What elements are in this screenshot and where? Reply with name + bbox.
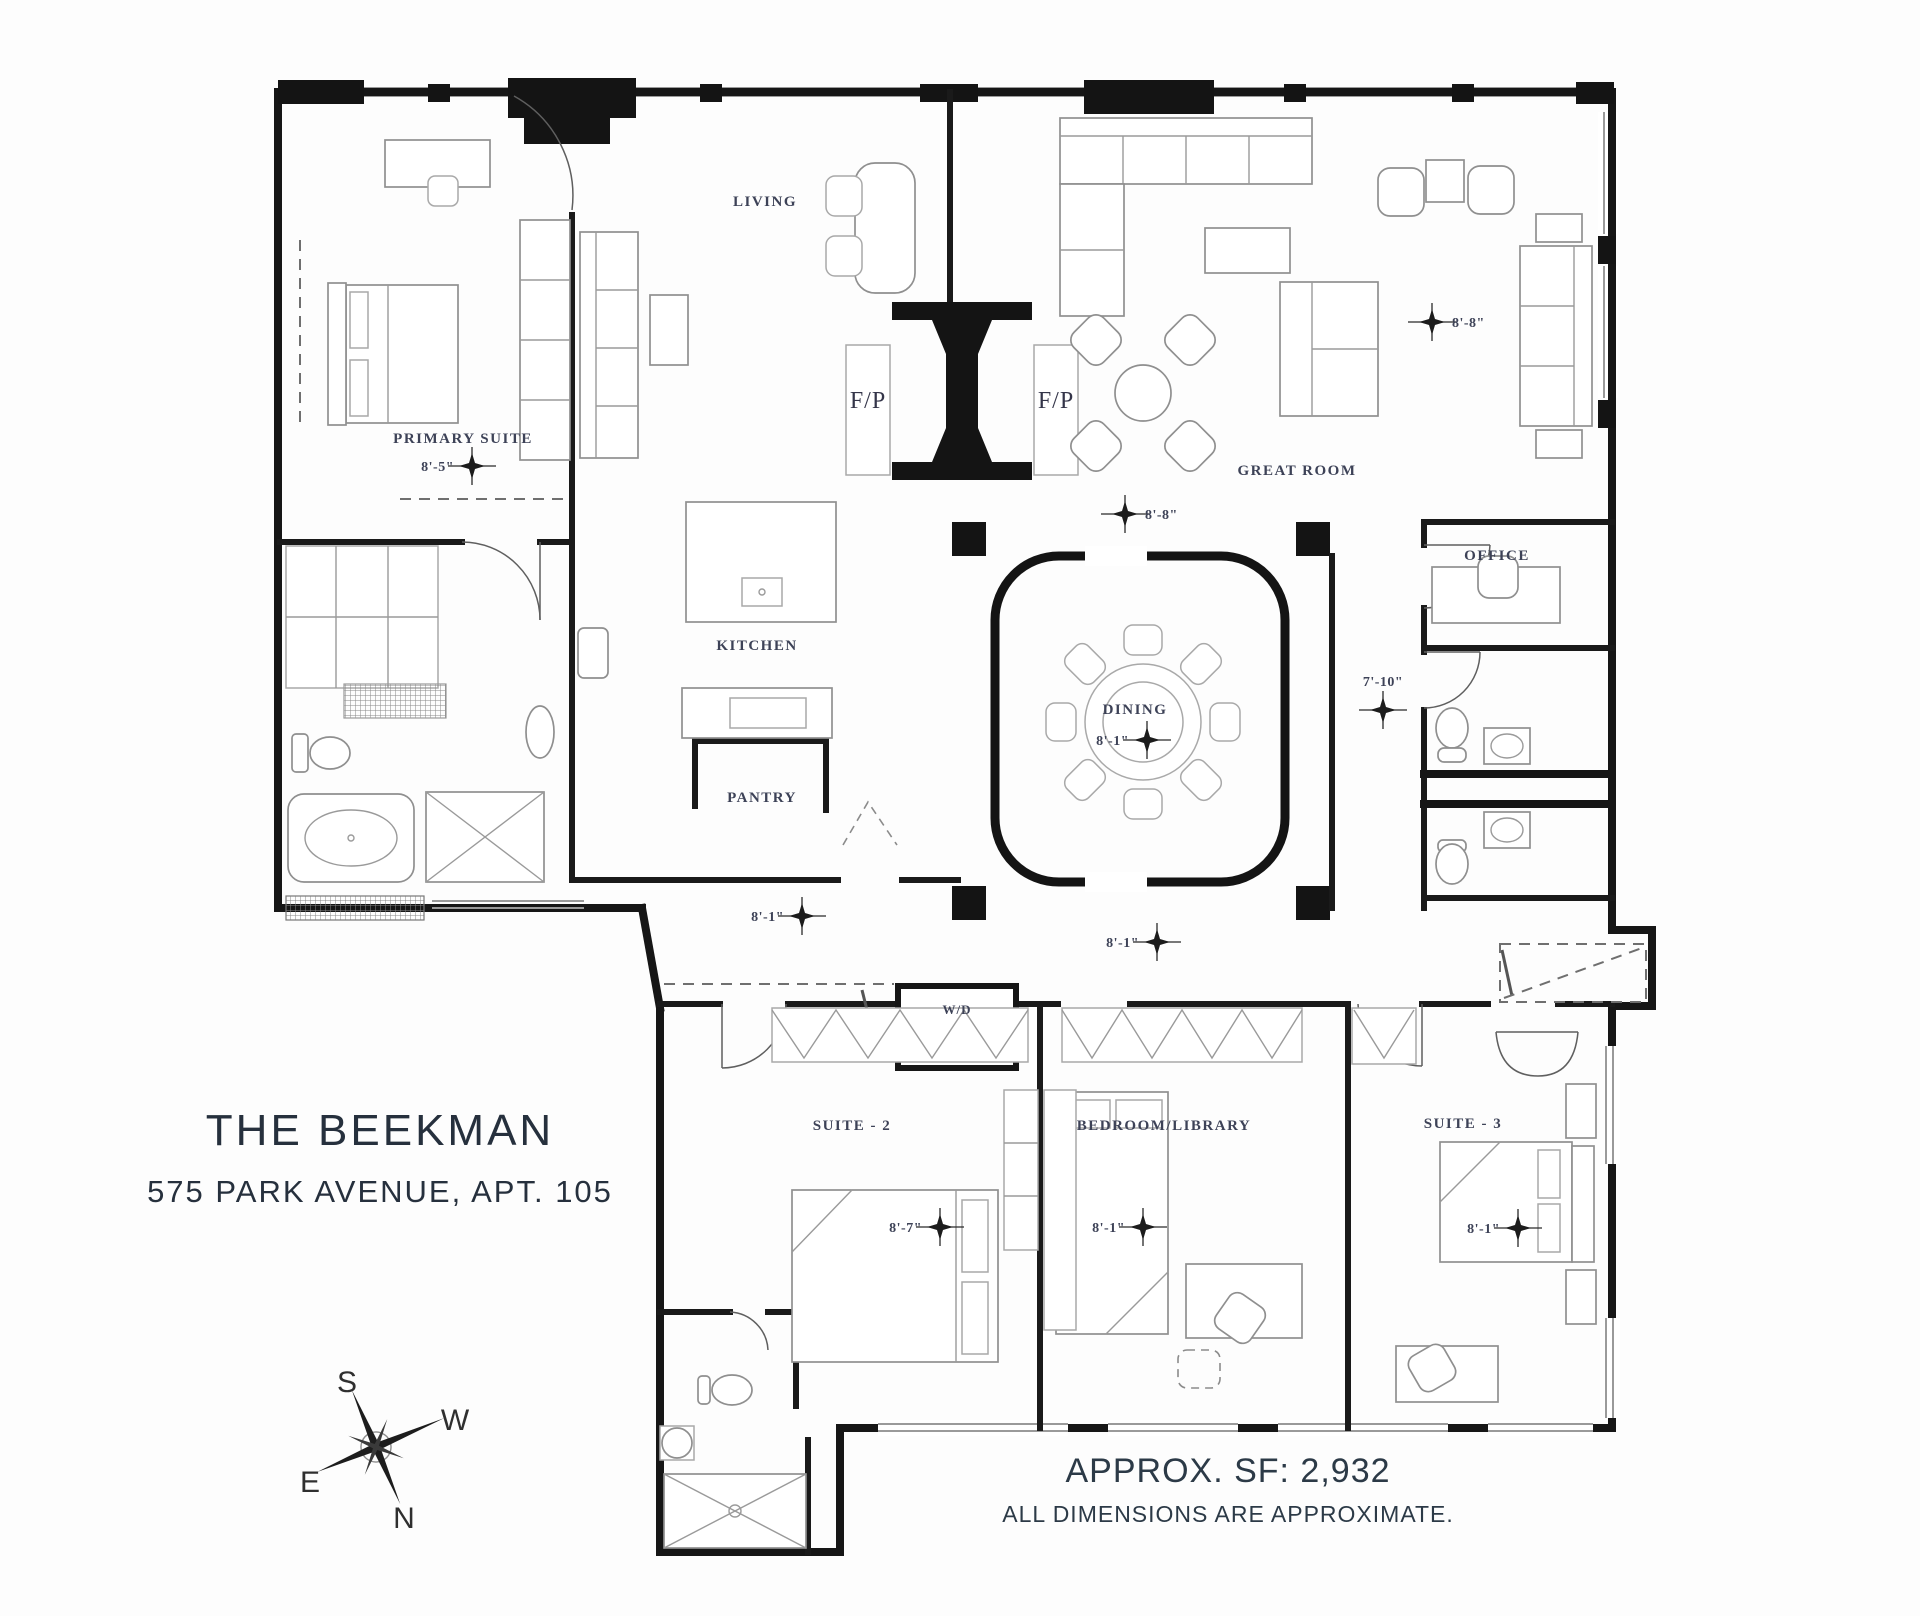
great-room-furniture [1059,117,1593,472]
ceiling-marker-dining: 8'-1" [1096,720,1172,760]
building-address: 575 PARK AVENUE, APT. 105 [147,1174,613,1209]
suite-3-furniture [1351,1007,1597,1403]
dashed-lines [299,240,1647,1003]
building-title: THE BEEKMAN [206,1106,554,1155]
dining-furniture [1045,624,1241,820]
primary-bath-furniture [285,545,555,883]
ceiling-height-text: 8'-5" [421,460,454,475]
fireplace-boxes [845,344,1079,476]
bedroom-library-furniture [1043,1007,1303,1389]
ceiling-height-text: 8'-8" [1145,508,1178,523]
compass-west-label: W [441,1404,470,1437]
ceiling-height-text: 7'-10" [1363,675,1403,690]
office-label: OFFICE [1464,548,1530,564]
ceiling-marker-bedroom-library: 8'-1" [1092,1207,1168,1247]
ceiling-height-text: 8'-1" [1096,734,1129,749]
compass-north-label: N [393,1502,415,1535]
ceiling-height-text: 8'-1" [1467,1222,1500,1237]
fireplace-right-label: F/P [1038,388,1074,414]
ceiling-marker-gallery-west: 8'-1" [751,896,827,936]
ceiling-height-text: 8'-1" [751,910,784,925]
great-room-label: GREAT ROOM [1237,463,1356,479]
compass-rose-icon: S W E N [300,1366,470,1535]
suite-3-label: SUITE - 3 [1424,1116,1503,1132]
ceiling-height-text: 8'-8" [1452,316,1485,331]
living-label: LIVING [733,194,797,210]
approx-sf-text: APPROX. SF: 2,932 [1065,1452,1390,1490]
laundry-label: W/D [943,1002,972,1017]
pantry-label: PANTRY [727,790,797,806]
fireplace-left-label: F/P [850,388,886,414]
ceiling-marker-suite-2: 8'-7" [889,1207,965,1247]
bedroom-library-label: BEDROOM/LIBRARY [1077,1118,1252,1134]
living-room-furniture [579,162,916,459]
bottom-window-band [285,895,1620,1436]
office-furniture [1431,555,1561,624]
primary-suite-furniture [327,139,571,461]
ceiling-marker-gallery-east: 8'-1" [1106,922,1182,962]
dimensions-disclaimer: ALL DIMENSIONS ARE APPROXIMATE. [1002,1501,1454,1527]
ceiling-marker-great-room: 8'-8" [1407,302,1485,342]
ceiling-marker-great-room-entry: 8'-8" [1100,494,1178,534]
dining-label: DINING [1103,702,1168,718]
compass-south-label: S [337,1366,357,1399]
kitchen-furniture [577,501,837,739]
window-piers [278,78,1616,428]
kitchen-label: KITCHEN [716,638,797,654]
suite-2-bath-fixtures [659,1374,807,1549]
ceiling-marker-hall-bathrooms: 7'-10" [1358,675,1408,730]
ceiling-height-text: 8'-1" [1106,936,1139,951]
suite-2-label: SUITE - 2 [813,1118,892,1134]
suite-2-furniture [771,1007,1039,1363]
primary-suite-label: PRIMARY SUITE [393,431,533,447]
ceiling-height-text: 8'-7" [889,1221,922,1236]
ceiling-height-text: 8'-1" [1092,1221,1125,1236]
ceiling-marker-suite-3: 8'-1" [1467,1208,1543,1248]
ceiling-marker-primary-suite: 8'-5" [421,446,497,486]
hall-bathrooms-fixtures [1435,707,1531,885]
compass-east-label: E [300,1466,320,1499]
